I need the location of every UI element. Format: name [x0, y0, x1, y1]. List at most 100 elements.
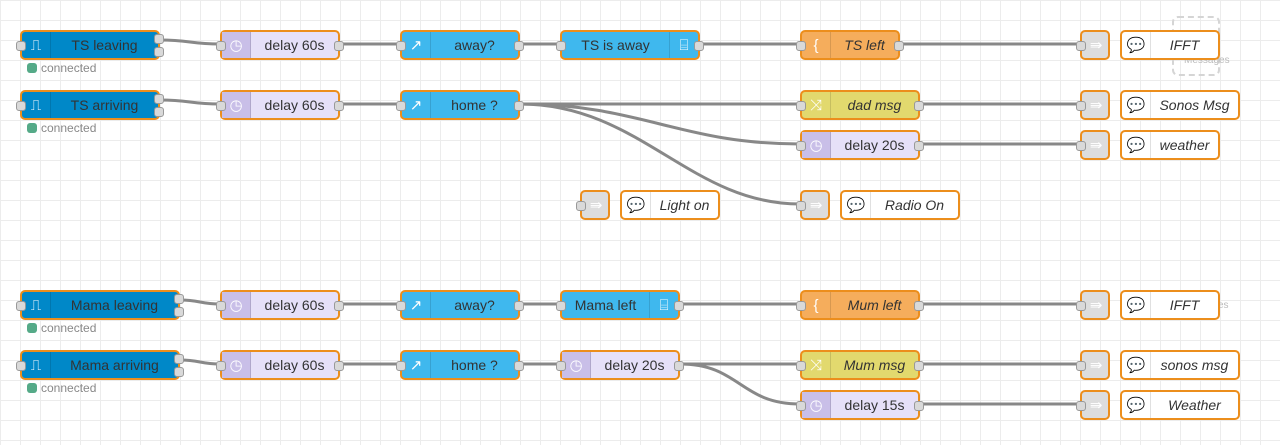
output-port[interactable] [174, 294, 184, 304]
output-port[interactable] [914, 101, 924, 111]
status-text: connected [41, 381, 97, 395]
output-port[interactable] [914, 401, 924, 411]
delay-node[interactable]: ◷ delay 60s [216, 290, 344, 320]
comment-node-light-on[interactable]: 💬 Light on [620, 190, 720, 220]
input-port[interactable] [216, 101, 226, 111]
input-port[interactable] [16, 301, 26, 311]
input-port[interactable] [1076, 401, 1086, 411]
input-port[interactable] [396, 41, 406, 51]
link-icon: ⇛ [1089, 357, 1103, 374]
input-port[interactable] [1076, 141, 1086, 151]
switch-node-away[interactable]: ↗ away? [396, 290, 524, 320]
link-out-node[interactable]: ⇛ [1076, 130, 1110, 160]
trigger-node-ts-leaving[interactable]: ⎍ TS leaving [16, 30, 164, 60]
output-port[interactable] [674, 301, 684, 311]
delay-node[interactable]: ◷ delay 15s [796, 390, 924, 420]
output-port[interactable] [174, 367, 184, 377]
comment-node-radio-on[interactable]: 💬 Radio On [840, 190, 960, 220]
output-port[interactable] [914, 301, 924, 311]
output-port[interactable] [334, 41, 344, 51]
template-node-mum-left[interactable]: { Mum left [796, 290, 924, 320]
input-port[interactable] [16, 361, 26, 371]
input-port[interactable] [796, 401, 806, 411]
switch-node-away[interactable]: ↗ away? [396, 30, 524, 60]
trigger-node-mama-leaving[interactable]: ⎍ Mama leaving [16, 290, 184, 320]
input-port[interactable] [1076, 41, 1086, 51]
node-label: Mum left [847, 297, 902, 313]
delay-node[interactable]: ◷ delay 20s [796, 130, 924, 160]
link-icon: ⇛ [1089, 397, 1103, 414]
node-label: Mum msg [843, 357, 906, 373]
input-port[interactable] [796, 361, 806, 371]
link-out-node[interactable]: ⇛ [1076, 290, 1110, 320]
output-port[interactable] [154, 107, 164, 117]
delay-node[interactable]: ◷ delay 60s [216, 90, 344, 120]
output-port[interactable] [334, 301, 344, 311]
switch-node-home[interactable]: ↗ home ? [396, 350, 524, 380]
output-port[interactable] [154, 34, 164, 44]
input-port[interactable] [16, 101, 26, 111]
output-port[interactable] [694, 41, 704, 51]
input-port[interactable] [556, 301, 566, 311]
input-port[interactable] [796, 41, 806, 51]
input-port[interactable] [796, 201, 806, 211]
output-port[interactable] [174, 354, 184, 364]
output-port[interactable] [154, 94, 164, 104]
output-port[interactable] [674, 361, 684, 371]
delay-node[interactable]: ◷ delay 60s [216, 30, 344, 60]
comment-node-weather[interactable]: 💬 weather [1120, 130, 1220, 160]
link-out-node[interactable]: ⇛ [1076, 350, 1110, 380]
input-port[interactable] [216, 41, 226, 51]
output-port[interactable] [514, 101, 524, 111]
output-port[interactable] [174, 307, 184, 317]
comment-node-sonos-msg[interactable]: 💬 sonos msg [1120, 350, 1240, 380]
input-port[interactable] [216, 301, 226, 311]
output-port[interactable] [514, 361, 524, 371]
delay-node[interactable]: ◷ delay 60s [216, 350, 344, 380]
input-port[interactable] [396, 101, 406, 111]
output-port[interactable] [914, 141, 924, 151]
wire [519, 102, 801, 206]
input-port[interactable] [1076, 361, 1086, 371]
switch-node-home[interactable]: ↗ home ? [396, 90, 524, 120]
input-port[interactable] [396, 301, 406, 311]
input-port[interactable] [1076, 101, 1086, 111]
link-out-node[interactable]: ⇛ [1076, 390, 1110, 420]
change-node-dad-msg[interactable]: ⤨ dad msg [796, 90, 924, 120]
trigger-node-ts-arriving[interactable]: ⎍ TS arriving [16, 90, 164, 120]
link-out-node[interactable]: ⇛ [1076, 30, 1110, 60]
output-port[interactable] [514, 301, 524, 311]
change-node-mum-msg[interactable]: ⤨ Mum msg [796, 350, 924, 380]
input-port[interactable] [796, 141, 806, 151]
output-port[interactable] [334, 361, 344, 371]
input-port[interactable] [796, 301, 806, 311]
output-port[interactable] [914, 361, 924, 371]
link-out-node[interactable]: ⇛ [1076, 90, 1110, 120]
link-out-node[interactable]: ⇛ [796, 190, 830, 220]
template-node-ts-left[interactable]: { TS left [796, 30, 904, 60]
ip-node-mama-left[interactable]: Mama left ⌸ [556, 290, 684, 320]
input-port[interactable] [556, 361, 566, 371]
link-out-node[interactable]: ⇛ [576, 190, 610, 220]
status-dot-icon [27, 123, 37, 133]
output-port[interactable] [334, 101, 344, 111]
timer-icon: ◷ [802, 392, 831, 418]
input-port[interactable] [396, 361, 406, 371]
trigger-node-mama-arriving[interactable]: ⎍ Mama arriving [16, 350, 184, 380]
comment-node-weather[interactable]: 💬 Weather [1120, 390, 1240, 420]
input-port[interactable] [796, 101, 806, 111]
input-port[interactable] [216, 361, 226, 371]
input-port[interactable] [1076, 301, 1086, 311]
comment-node-sonos-msg[interactable]: 💬 Sonos Msg [1120, 90, 1240, 120]
output-port[interactable] [154, 47, 164, 57]
comment-node-ifft[interactable]: 💬 IFFT [1120, 30, 1220, 60]
output-port[interactable] [894, 41, 904, 51]
ip-node-ts-is-away[interactable]: TS is away ⌸ [556, 30, 704, 60]
speech-bubble-icon: 💬 [1122, 92, 1151, 118]
input-port[interactable] [556, 41, 566, 51]
comment-node-ifft[interactable]: 💬 IFFT [1120, 290, 1220, 320]
output-port[interactable] [514, 41, 524, 51]
delay-node[interactable]: ◷ delay 20s [556, 350, 684, 380]
input-port[interactable] [16, 41, 26, 51]
input-port[interactable] [576, 201, 586, 211]
